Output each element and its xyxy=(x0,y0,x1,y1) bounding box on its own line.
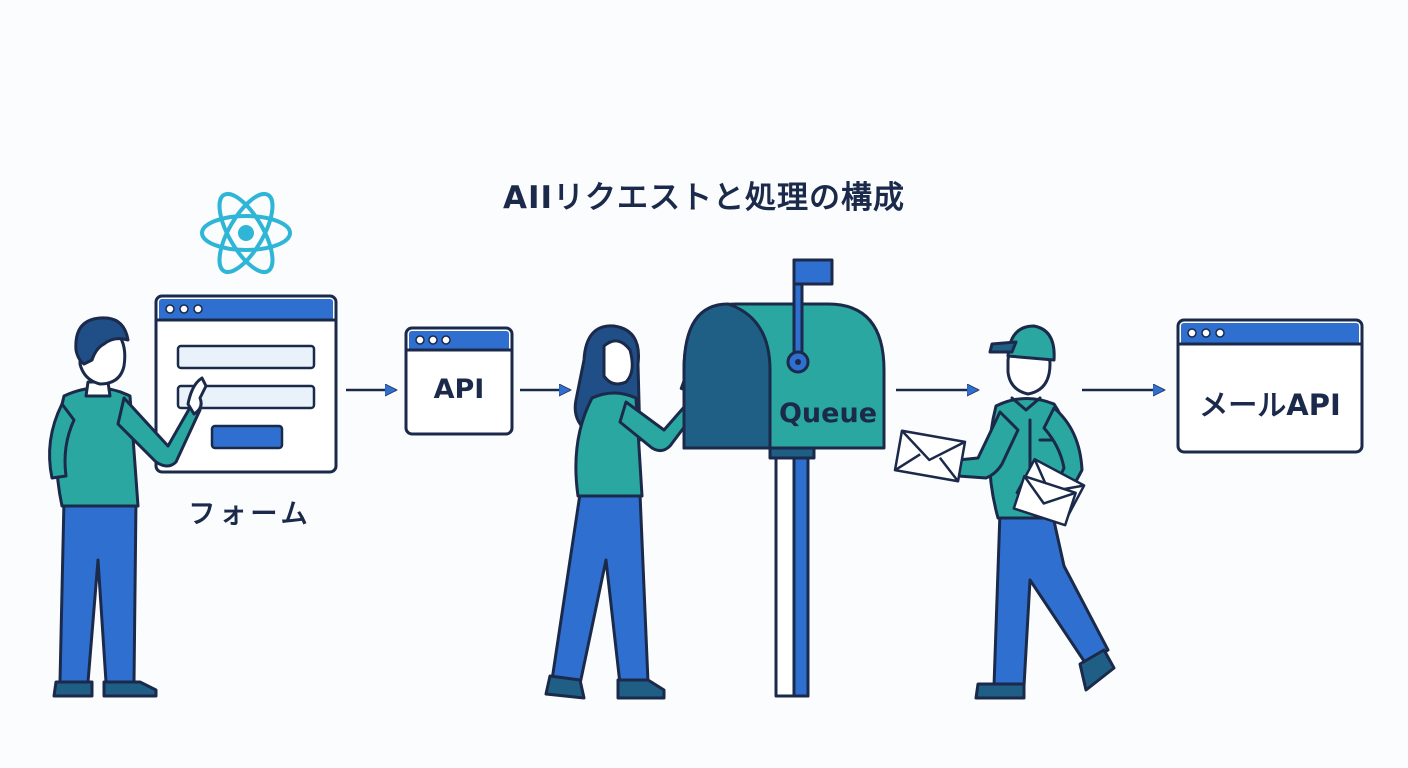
window-dot xyxy=(1187,328,1197,338)
person-sender xyxy=(544,324,714,700)
envelope-icon xyxy=(1012,457,1086,527)
window-dot xyxy=(428,335,438,345)
form-window xyxy=(154,294,338,474)
form-submit-button xyxy=(210,424,284,450)
react-icon xyxy=(200,191,292,275)
diagram-title: AIIリクエストと処理の構成 xyxy=(502,180,906,216)
api-window xyxy=(404,326,514,436)
form-input-field xyxy=(176,344,316,370)
person-user xyxy=(48,316,208,698)
mail-api-label: メールAPI xyxy=(1199,388,1341,422)
person-courier xyxy=(956,324,1116,700)
mail-api-window xyxy=(1176,318,1364,454)
window-dot xyxy=(441,335,451,345)
window-dot xyxy=(193,304,203,314)
form-input-field xyxy=(176,384,316,410)
api-label: API xyxy=(433,374,485,405)
form-caption: フォーム xyxy=(188,499,312,530)
window-dot xyxy=(165,304,175,314)
window-dot xyxy=(179,304,189,314)
queue-label: Queue xyxy=(778,398,878,429)
window-dot xyxy=(1201,328,1211,338)
envelope-icon xyxy=(893,429,967,483)
window-dot xyxy=(1215,328,1225,338)
window-dot xyxy=(415,335,425,345)
mailbox-icon xyxy=(682,258,886,698)
